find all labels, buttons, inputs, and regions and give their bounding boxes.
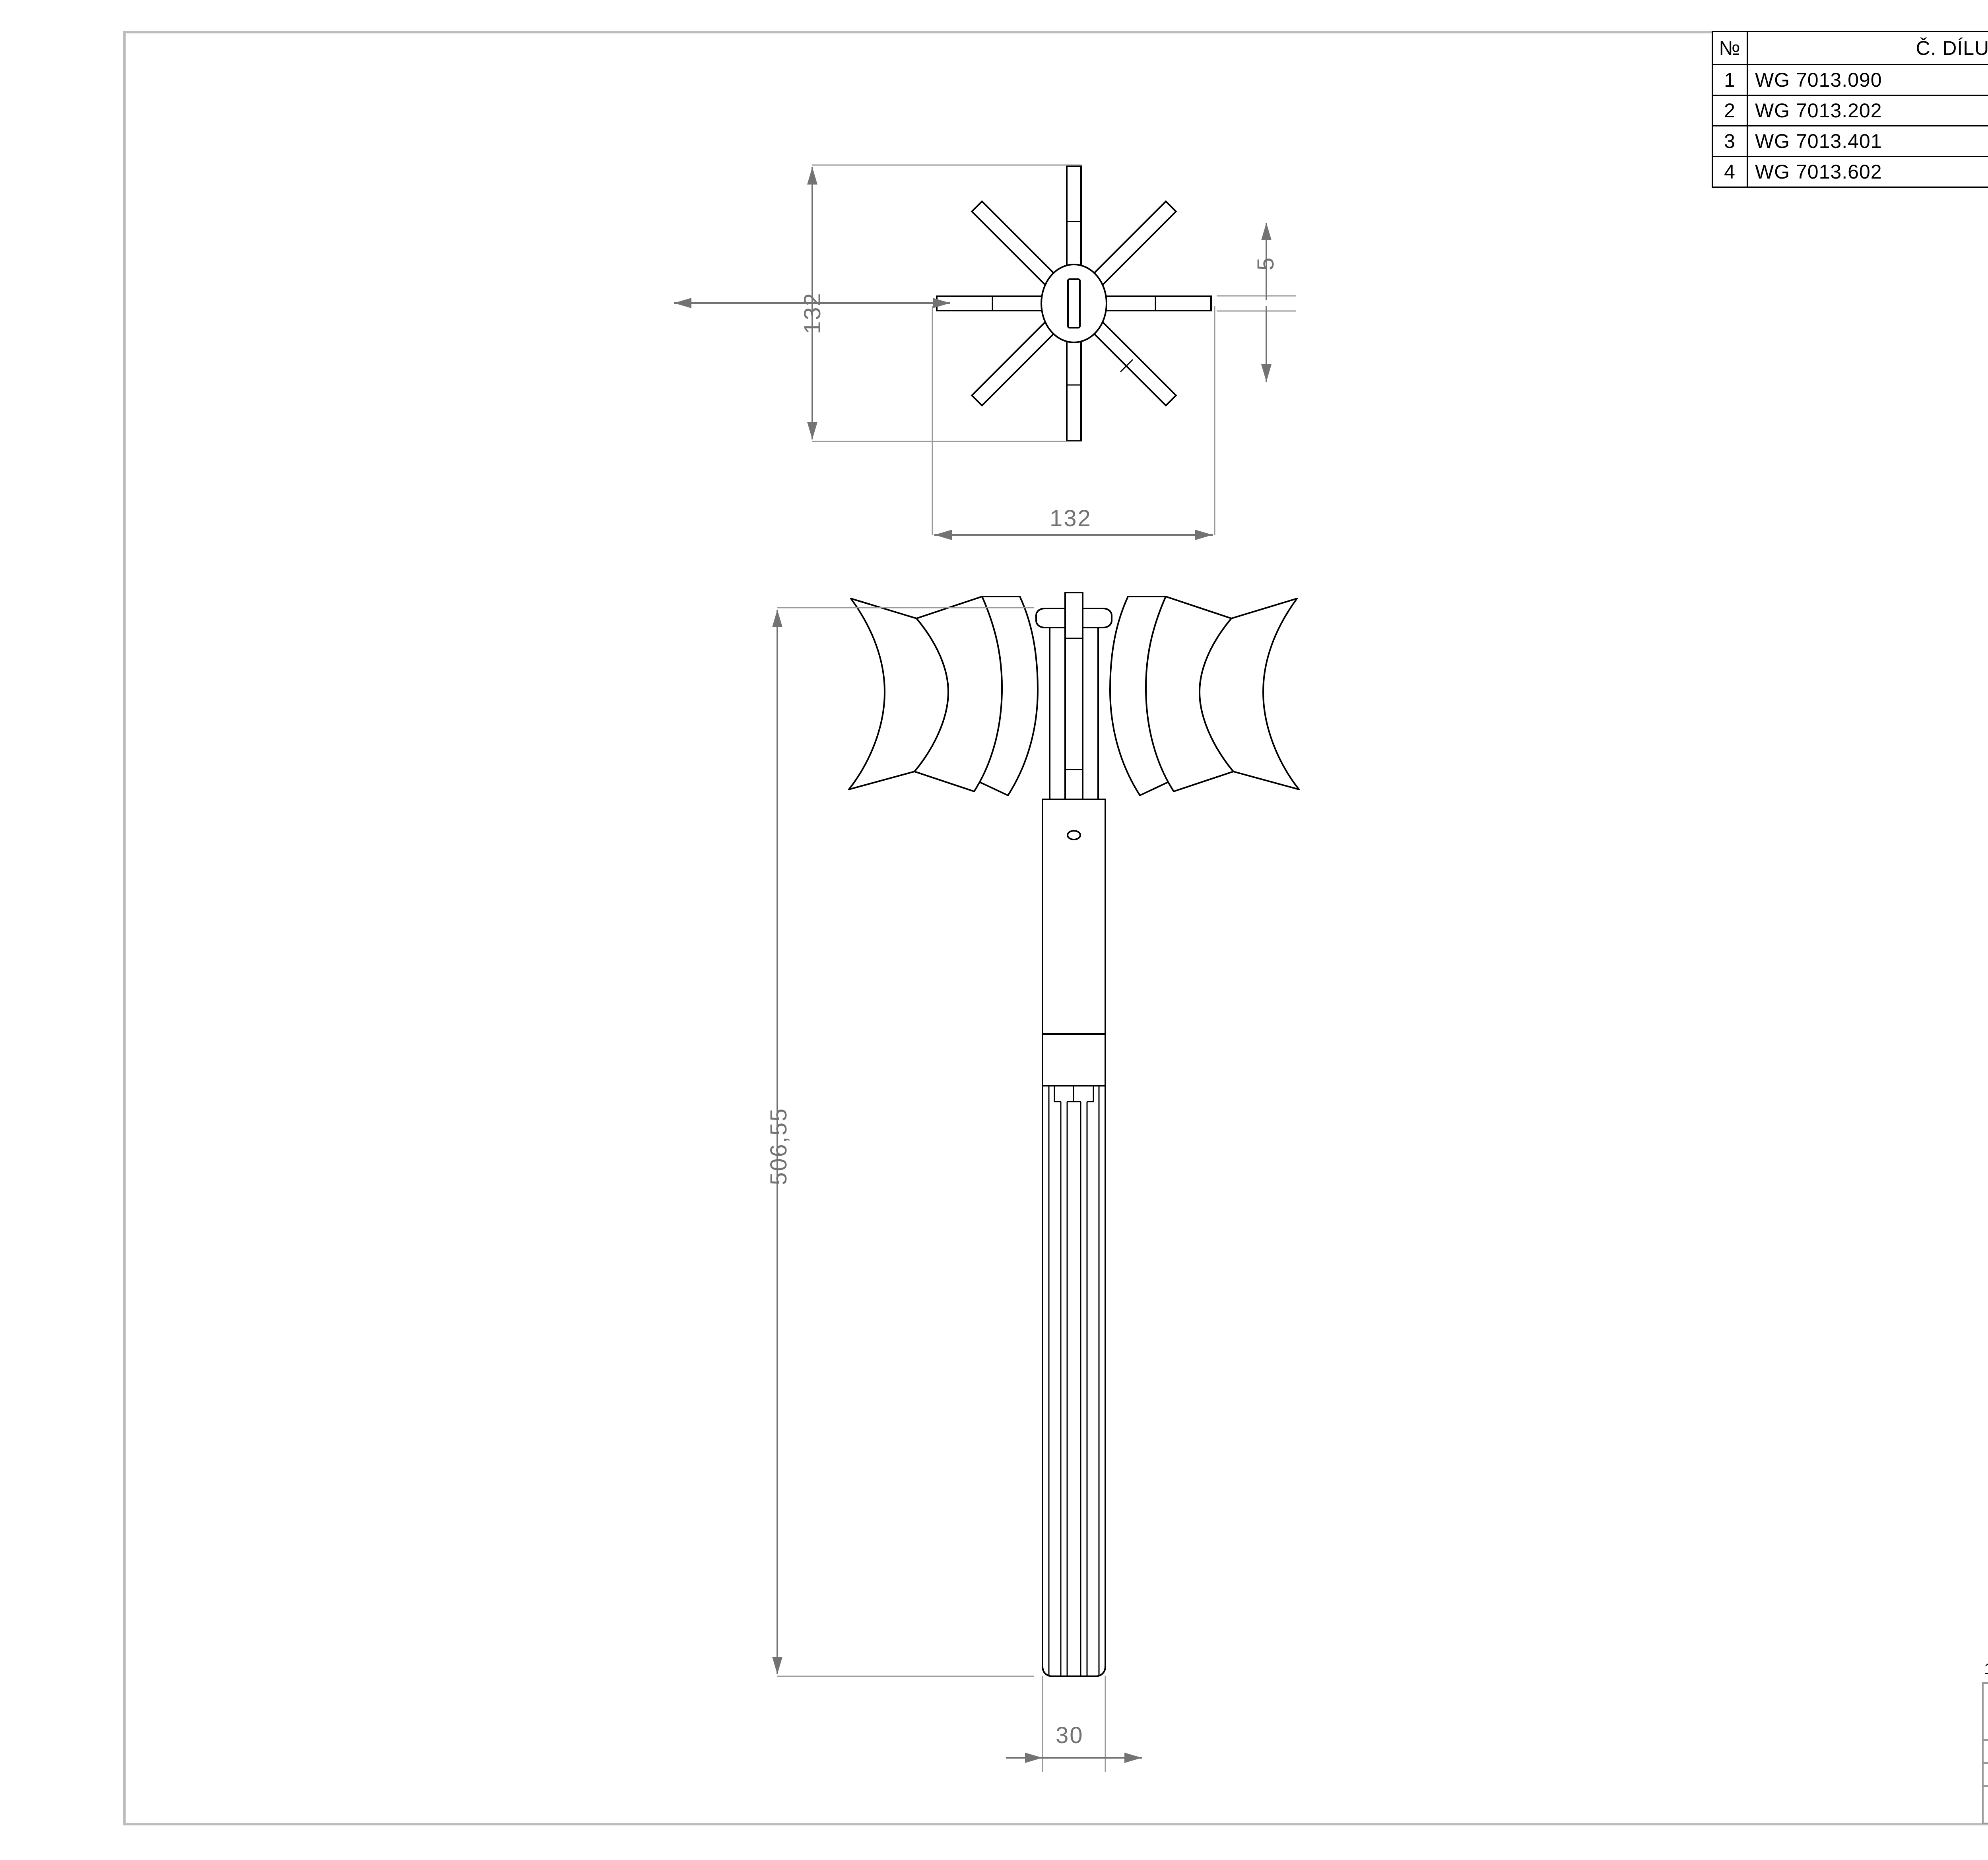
- cell-part-number: WG 7013.090: [1746, 64, 1988, 96]
- material-value: Material:: [1984, 1764, 1988, 1787]
- table-row: 2 WG 7013.202 Handle 1: [1712, 95, 1988, 126]
- general-note-1: 1. Possible dimensional deviations accor…: [1984, 1660, 1988, 1678]
- header-no: №: [1712, 31, 1748, 65]
- company-name: Work Gadget: [1984, 1684, 1988, 1741]
- cell-no: 3: [1712, 125, 1748, 157]
- title-block-row-2: Mass: 2034.62, g. Material: Pirnach: [1984, 1741, 1988, 1787]
- dimension-top-view-height: 132: [800, 292, 825, 334]
- dimension-flange-thickness: 5: [1253, 256, 1279, 270]
- scale-value: Scale: 1:3: [1984, 1787, 1988, 1814]
- dimension-overall-length: 506,55: [766, 1107, 792, 1185]
- table-row: 1 WG 7013.090 Mace 1: [1712, 64, 1988, 96]
- title-block: Work Gadget WG 7013.100 Mass: 2034.62, g…: [1982, 1682, 1988, 1824]
- drawing-frame-border: [123, 31, 1988, 1825]
- dimension-top-view-width: 132: [1050, 505, 1092, 531]
- bill-of-materials-table: № Č. DÍLU POPIS x 1 WG 7013.090 Mace 1 2…: [1712, 31, 1988, 188]
- cell-no: 1: [1712, 64, 1748, 96]
- cell-no: 4: [1712, 156, 1748, 188]
- title-block-row-3: Scale: 1:3 Date: 09.01.2024 Sheet 1 of 1…: [1984, 1787, 1988, 1814]
- cell-part-number: WG 7013.202: [1746, 95, 1988, 126]
- table-row: 3 WG 7013.401 Wedge 1: [1712, 125, 1988, 157]
- cell-part-number: WG 7013.602: [1746, 156, 1988, 188]
- cell-no: 2: [1712, 95, 1748, 126]
- table-header-row: № Č. DÍLU POPIS x: [1712, 31, 1988, 65]
- table-row: 4 WG 7013.602 Rivet 1: [1712, 156, 1988, 188]
- header-part-number: Č. DÍLU: [1746, 31, 1988, 65]
- cell-part-number: WG 7013.401: [1746, 125, 1988, 157]
- mass-value: Mass: 2034.62, g.: [1984, 1741, 1988, 1764]
- dimension-handle-width: 30: [1056, 1722, 1084, 1748]
- title-block-row-1: Work Gadget WG 7013.100: [1984, 1684, 1988, 1741]
